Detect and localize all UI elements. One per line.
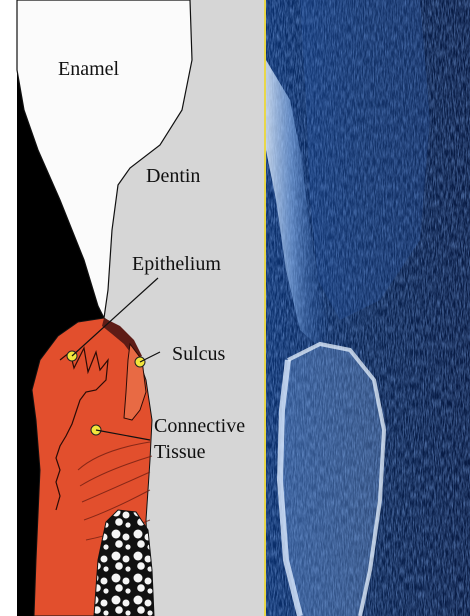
tissue-label: Tissue	[154, 441, 206, 463]
enamel-label: Enamel	[58, 58, 120, 80]
dentin-label: Dentin	[146, 165, 200, 187]
sulcus-label: Sulcus	[172, 343, 226, 365]
white-margin	[0, 0, 17, 616]
connective-label: Connective	[154, 415, 245, 437]
oct-scan-panel	[266, 0, 470, 616]
schematic-diagram-panel: Enamel Dentin Epithelium Sulcus Connecti…	[0, 0, 265, 616]
epithelium-label: Epithelium	[132, 253, 221, 275]
